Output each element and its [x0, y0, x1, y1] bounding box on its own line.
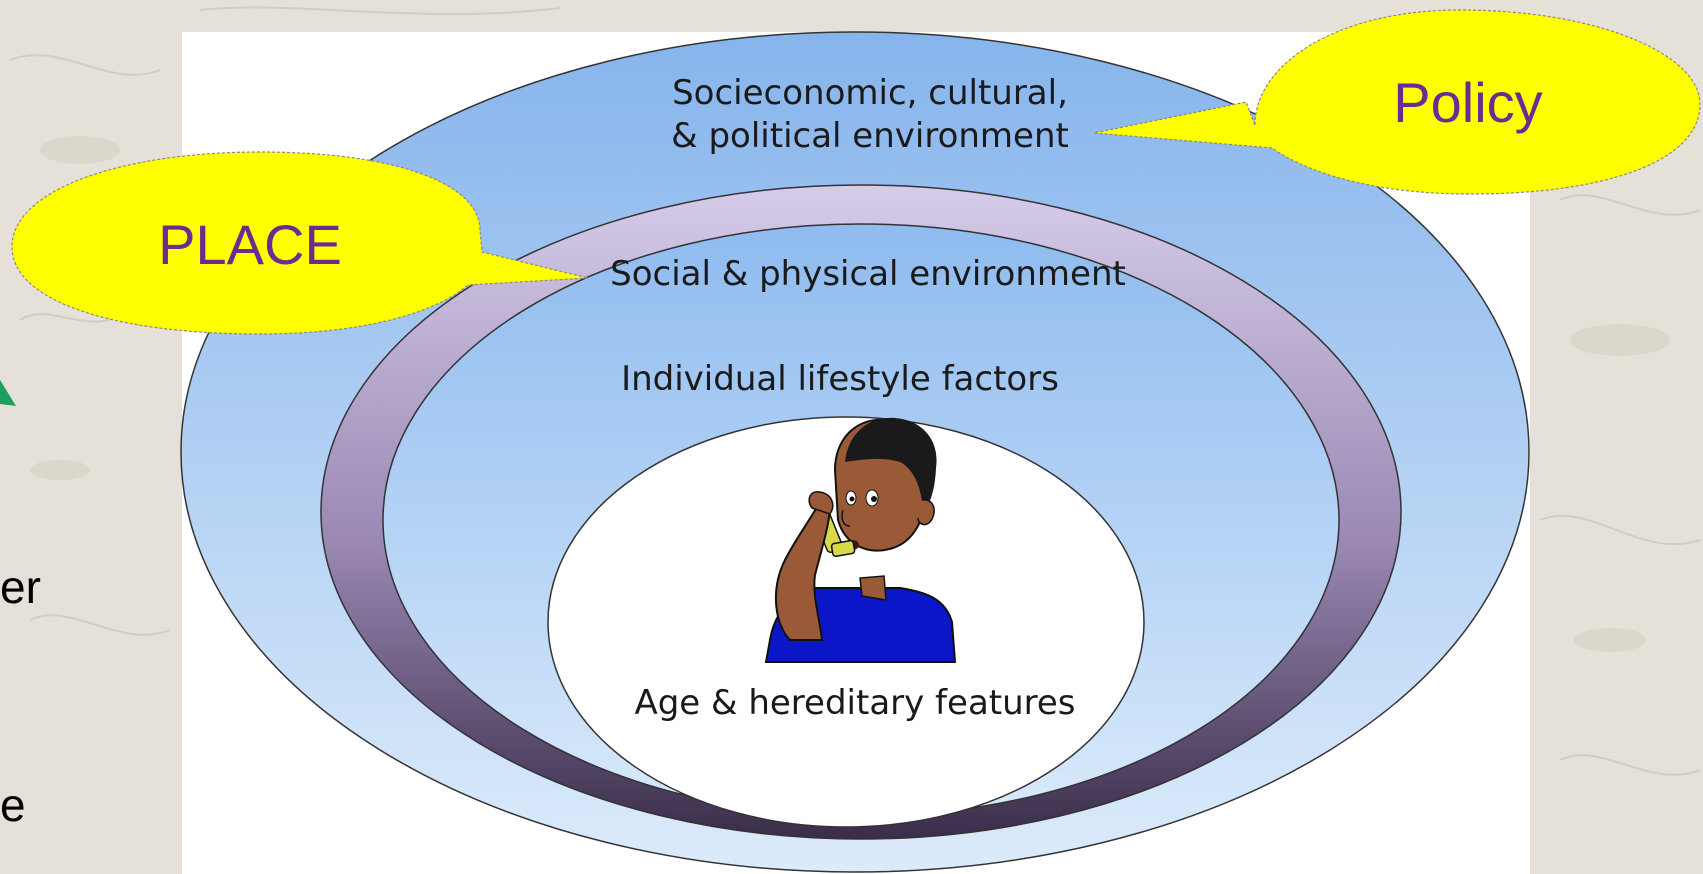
social-ring-label: Social & physical environment [610, 254, 1126, 294]
core-label: Age & hereditary features [634, 683, 1076, 723]
place-callout-bubble [11, 151, 589, 335]
outer-ring-label-line2: & political environment [671, 116, 1069, 157]
outer-ring-label: Socieconomic, cultural, & political envi… [660, 72, 1080, 158]
green-arrow-fragment [0, 380, 16, 406]
outer-ring-label-line1: Socieconomic, cultural, [672, 73, 1068, 113]
policy-callout-label: Policy [1393, 71, 1543, 134]
policy-callout-bubble [1093, 9, 1701, 195]
child-inhaler-icon [764, 417, 957, 663]
lifestyle-ring-label: Individual lifestyle factors [621, 359, 1059, 399]
left-edge-text-fragment-2: e [0, 779, 26, 831]
left-edge-text-fragment-1: er [0, 561, 41, 613]
place-callout-label: PLACE [158, 213, 342, 276]
